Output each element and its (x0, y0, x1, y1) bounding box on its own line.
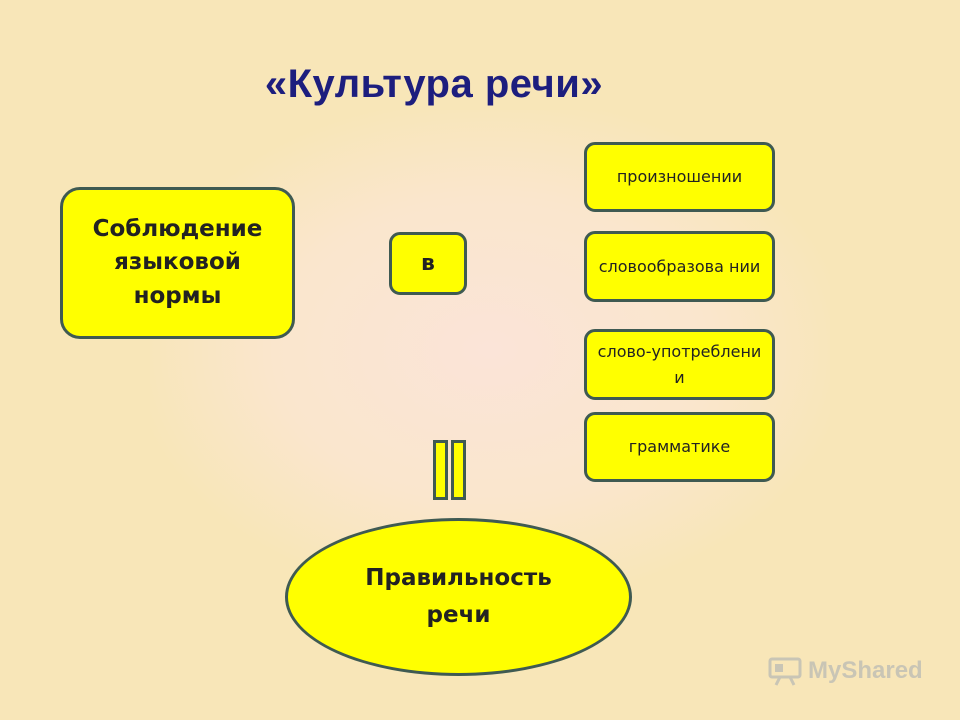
result-line: речи (426, 602, 491, 628)
connector-box: в (389, 232, 467, 295)
speech-correctness-oval: Правильность речи (285, 518, 632, 676)
item-grammar: грамматике (584, 412, 775, 482)
main-box-line: нормы (133, 282, 222, 309)
main-box-line: языковой (114, 249, 241, 276)
equals-bar-right (451, 440, 466, 500)
result-line: Правильность (365, 565, 552, 592)
item-word-formation: словообразова нии (584, 231, 775, 302)
equals-bar-left (433, 440, 448, 500)
main-box-line: Соблюдение (92, 215, 263, 242)
projector-icon (768, 657, 802, 686)
language-norm-box: Соблюдение языковой нормы (60, 187, 295, 339)
item-word-usage: слово-употреблении (584, 329, 775, 400)
slide-title: «Культура речи» (264, 62, 604, 106)
watermark-text: MyShared (808, 657, 923, 684)
myshared-watermark: MyShared (768, 656, 923, 686)
item-pronunciation: произношении (584, 142, 775, 212)
